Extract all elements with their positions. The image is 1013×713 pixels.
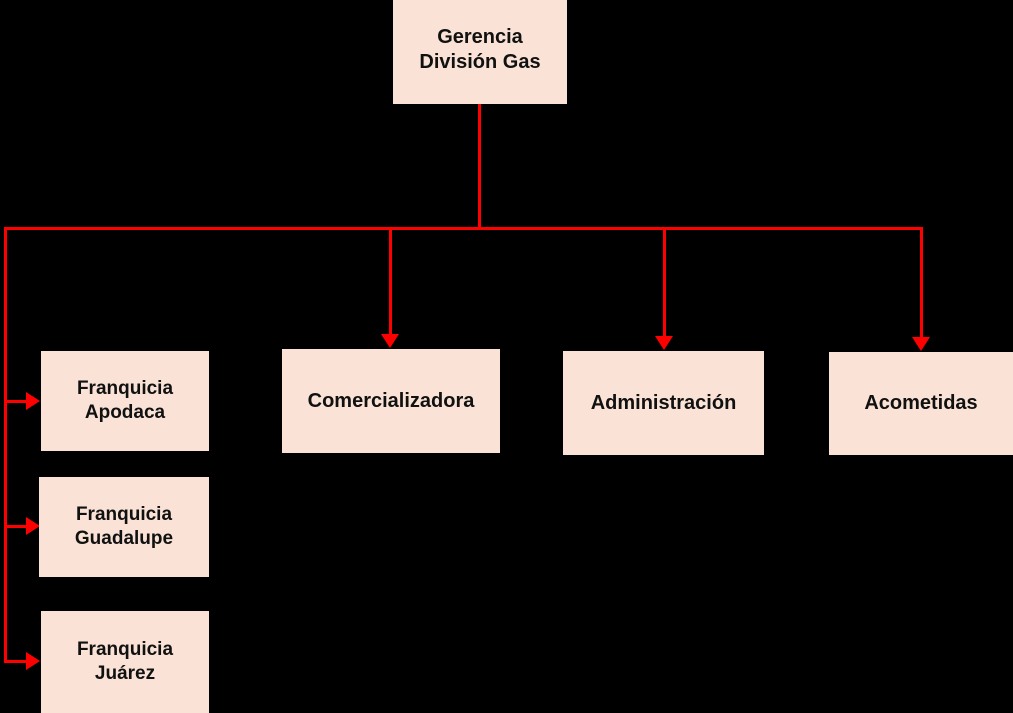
node-acometidas[interactable]: Acometidas xyxy=(829,352,1013,455)
connector-franquicia-guadalupe-stem xyxy=(4,525,28,528)
node-label-gerencia-division-gas: Gerencia División Gas xyxy=(419,26,541,73)
arrowhead-franquicia-guadalupe xyxy=(26,517,40,535)
arrowhead-comercializadora xyxy=(381,334,399,348)
node-comercializadora[interactable]: Comercializadora xyxy=(282,349,500,453)
arrowhead-acometidas xyxy=(912,337,930,351)
node-franquicia-guadalupe[interactable]: Franquicia Guadalupe xyxy=(39,477,209,577)
arrowhead-franquicia-apodaca xyxy=(26,392,40,410)
connector-acometidas-stem xyxy=(920,227,923,338)
connector-comercializadora-stem xyxy=(389,227,392,335)
node-label-acometidas: Acometidas xyxy=(864,392,978,414)
arrowhead-administracion xyxy=(655,336,673,350)
connector-left-trunk xyxy=(4,227,7,663)
node-gerencia-division-gas[interactable]: Gerencia División Gas xyxy=(393,0,567,104)
node-label-comercializadora: Comercializadora xyxy=(307,389,475,412)
connector-franquicia-apodaca-stem xyxy=(4,400,28,403)
node-administracion[interactable]: Administración xyxy=(563,351,764,455)
connector-franquicia-juarez-stem xyxy=(4,660,28,663)
node-label-franquicia-apodaca: Franquicia Apodaca xyxy=(76,378,174,423)
node-label-administracion: Administración xyxy=(590,391,737,414)
connector-administracion-stem xyxy=(663,227,666,337)
node-franquicia-apodaca[interactable]: Franquicia Apodaca xyxy=(41,351,209,451)
node-label-franquicia-juarez: Franquicia Juárez xyxy=(76,639,174,684)
arrowhead-franquicia-juarez xyxy=(26,652,40,670)
node-label-franquicia-guadalupe: Franquicia Guadalupe xyxy=(74,504,174,549)
connector-root-stem xyxy=(478,104,481,230)
node-franquicia-juarez[interactable]: Franquicia Juárez xyxy=(41,611,209,713)
connector-horizontal-bus xyxy=(4,227,923,230)
